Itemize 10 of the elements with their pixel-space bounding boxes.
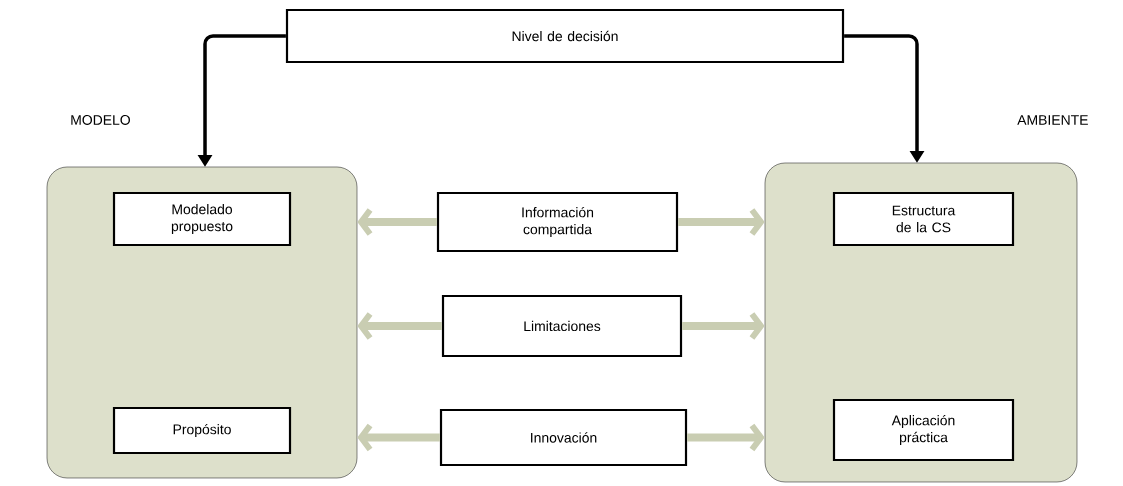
process-box: Propósito <box>112 406 292 455</box>
process-box: Limitaciones <box>441 294 683 358</box>
process-box: Información compartida <box>436 191 679 253</box>
panel-heading: AMBIENTE <box>1017 115 1088 125</box>
process-box: Estructura de la CS <box>832 191 1015 247</box>
process-box: Nivel de decisión <box>285 8 845 64</box>
process-box: Innovación <box>439 408 688 467</box>
panel-heading: MODELO <box>71 115 130 125</box>
process-box: Aplicación práctica <box>832 398 1015 462</box>
process-box: Modelado propuesto <box>112 191 292 247</box>
